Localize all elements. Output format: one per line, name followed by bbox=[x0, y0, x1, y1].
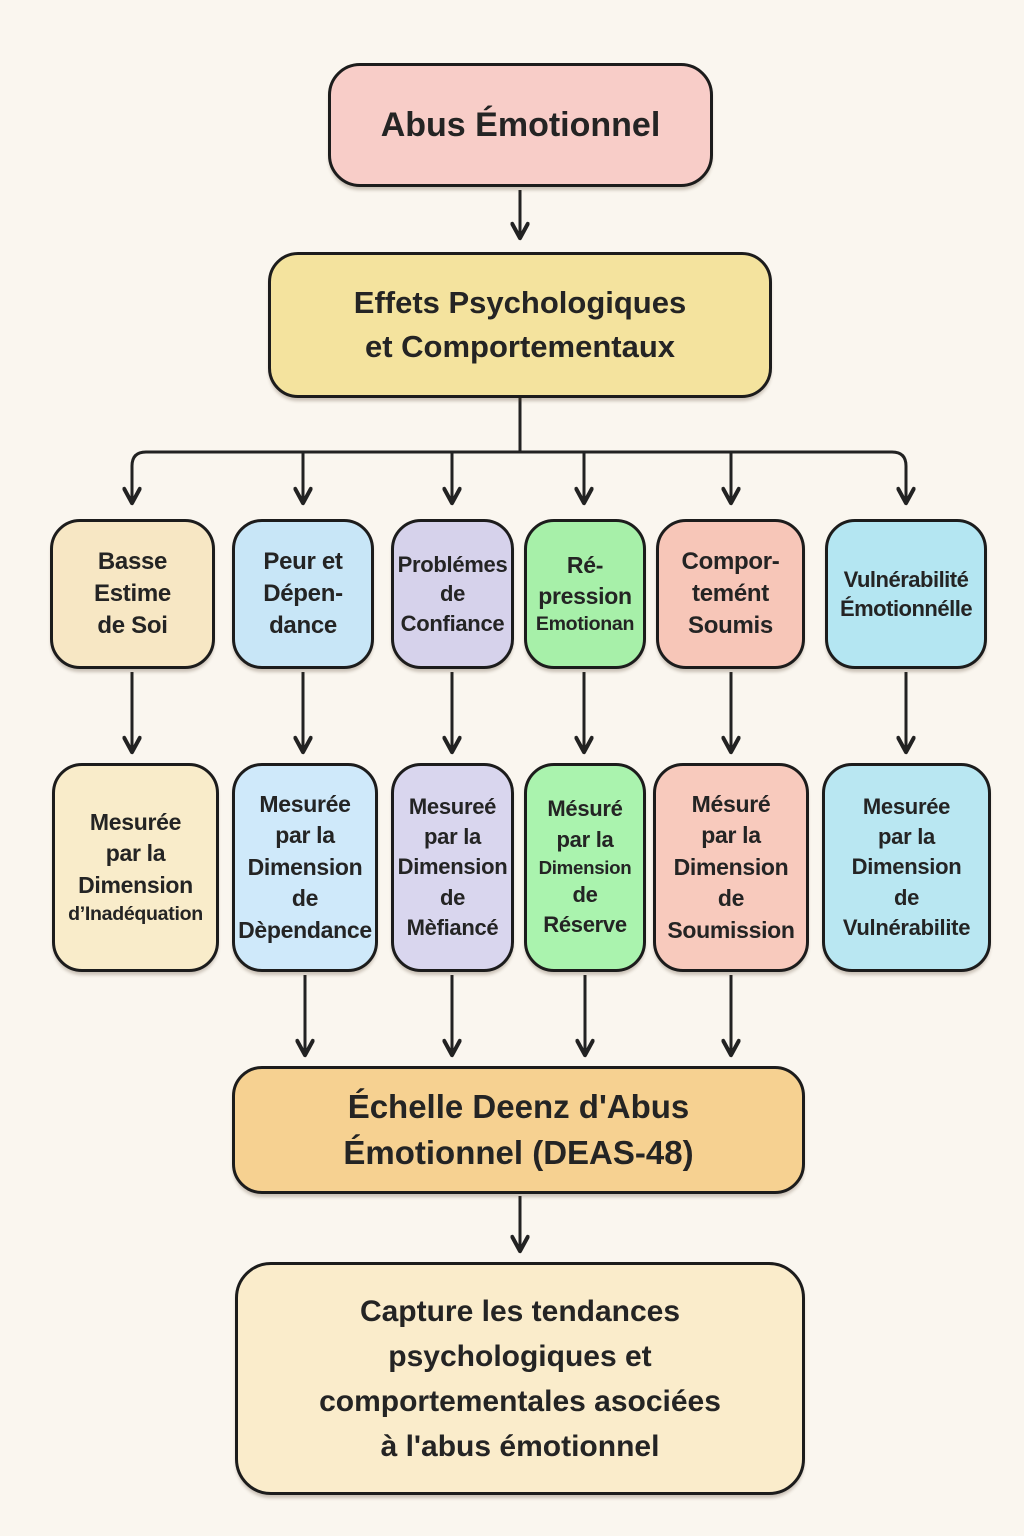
node-text-line: de bbox=[572, 882, 598, 908]
node-text-line: Effets Psychologiques bbox=[353, 284, 687, 320]
node-text-line: Basse bbox=[97, 548, 168, 576]
node-text-line: psychologiques et bbox=[388, 1339, 652, 1373]
node-text-line: par la bbox=[424, 824, 481, 850]
node-text-line: Capture les tendances bbox=[359, 1294, 681, 1328]
node-text-line: dance bbox=[269, 611, 337, 639]
node-text-line: Mesureé bbox=[408, 794, 497, 820]
node-mesure-dependance: Mesurée par la Dimension de Dèpendance bbox=[232, 763, 378, 972]
node-text-line: Dimension bbox=[851, 854, 962, 880]
node-text-line: Soumis bbox=[688, 611, 773, 639]
node-text-line: Dimension bbox=[78, 871, 193, 898]
node-mesure-inadequation: Mesurée par la Dimension d’Inadéquation bbox=[52, 763, 219, 972]
node-mesure-reserve: Mésuré par la Dimension de Réserve bbox=[524, 763, 646, 972]
node-text-line: Soumission bbox=[667, 916, 795, 943]
node-text-line: de bbox=[717, 885, 745, 912]
node-text-line: Mèfiancé bbox=[406, 914, 499, 940]
node-text-line: d’Inadéquation bbox=[68, 903, 203, 926]
node-problemes-de-confiance: Problémes de Confiance bbox=[391, 519, 514, 669]
node-text-line: Échelle Deenz d'Abus bbox=[347, 1087, 690, 1125]
node-text-line: Confiance bbox=[400, 610, 505, 636]
node-text-line: Mésuré bbox=[691, 790, 771, 817]
node-text-line: Dimension bbox=[397, 854, 508, 880]
node-text-line: par la bbox=[701, 822, 761, 849]
node-text-line: de Soi bbox=[97, 611, 168, 639]
node-text-line: Dimension bbox=[673, 853, 789, 880]
node-text-line: Dèpendance bbox=[238, 916, 372, 943]
node-text-line: pression bbox=[538, 583, 632, 609]
node-text-line: par la bbox=[878, 824, 935, 850]
node-text-line: Mesurée bbox=[259, 790, 351, 817]
node-text-line: Compor- bbox=[681, 548, 780, 576]
node-text-line: Problémes bbox=[397, 552, 508, 578]
node-text-line: Estime bbox=[94, 580, 171, 608]
node-text-line: par la bbox=[105, 840, 166, 867]
node-text-line: de bbox=[439, 581, 466, 607]
node-text-line: et Comportementaux bbox=[364, 329, 676, 364]
node-text-line: Vulnérabilité bbox=[843, 566, 969, 592]
node-text-line: de bbox=[291, 885, 319, 912]
node-text-line: Dimension bbox=[247, 853, 363, 880]
node-repression-emotionnelle: Ré- pression Emotionan bbox=[524, 519, 646, 669]
node-text-line: Vulnérabilite bbox=[842, 914, 971, 940]
node-text-line: Émotionnel (DEAS-48) bbox=[343, 1134, 694, 1171]
node-text-line: de bbox=[439, 884, 466, 910]
node-comportement-soumis: Compor- temént Soumis bbox=[656, 519, 805, 669]
node-text-line: de bbox=[893, 884, 920, 910]
node-text-line: temént bbox=[692, 580, 769, 608]
node-abus-emotionnel: Abus Émotionnel bbox=[328, 63, 713, 187]
node-label: Abus Émotionnel bbox=[380, 105, 661, 144]
node-vulnerabilite-emotionnelle: Vulnérabilité Émotionnélle bbox=[825, 519, 987, 669]
node-text-line: Dépen- bbox=[263, 580, 343, 608]
branch-left-arm bbox=[132, 450, 520, 502]
node-text-line: par la bbox=[275, 822, 335, 849]
node-mesure-soumission: Mésuré par la Dimension de Soumission bbox=[653, 763, 809, 972]
node-text-line: Peur et bbox=[263, 548, 343, 576]
node-peur-et-dependance: Peur et Dépen- dance bbox=[232, 519, 374, 669]
node-capture-tendances: Capture les tendances psychologiques et … bbox=[235, 1262, 805, 1495]
node-text-line: à l'abus émotionnel bbox=[380, 1429, 660, 1463]
node-text-line: Mesurée bbox=[89, 808, 182, 835]
node-text-line: par la bbox=[556, 826, 614, 852]
branch-right-arm bbox=[520, 450, 906, 502]
node-effets-psychologiques: Effets Psychologiques et Comportementaux bbox=[268, 252, 772, 398]
node-echelle-deas-48: Échelle Deenz d'Abus Émotionnel (DEAS-48… bbox=[232, 1066, 805, 1194]
node-text-line: Réserve bbox=[543, 912, 627, 938]
node-text-line: Emotionan bbox=[535, 612, 635, 635]
node-text-line: comportementales asociées bbox=[319, 1384, 721, 1418]
node-mesure-mefiance: Mesureé par la Dimension de Mèfiancé bbox=[391, 763, 514, 972]
node-text-line: Mésuré bbox=[547, 796, 623, 822]
node-text-line: Émotionnélle bbox=[839, 596, 973, 621]
node-text-line: Ré- bbox=[566, 552, 604, 579]
node-mesure-vulnerabilite: Mesurée par la Dimension de Vulnérabilit… bbox=[822, 763, 991, 972]
node-basse-estime-de-soi: Basse Estime de Soi bbox=[50, 519, 215, 669]
node-text-line: Mesurée bbox=[862, 794, 951, 820]
node-text-line: Dimension bbox=[538, 856, 632, 878]
